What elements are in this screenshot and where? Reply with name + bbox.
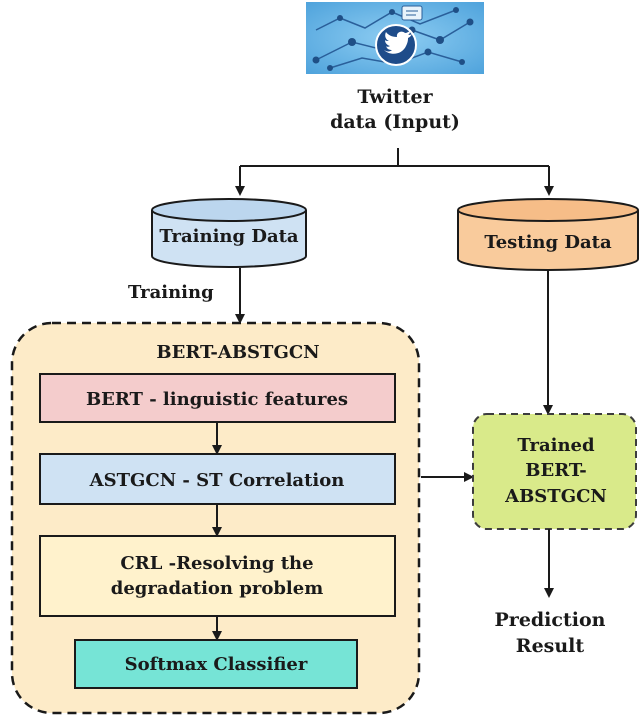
testing-data-label: Testing Data	[484, 232, 612, 253]
training-edge-label: Training	[128, 282, 214, 303]
step-crl-label-line1: CRL -Resolving the	[120, 553, 313, 574]
step-crl-box	[39, 535, 396, 617]
training-data-label: Training Data	[159, 226, 299, 247]
trained-model-line1: Trained	[517, 435, 595, 456]
chat-bubble-icon	[401, 5, 423, 21]
step-astgcn-label: ASTGCN - ST Correlation	[89, 470, 345, 491]
network-nodes-icon	[312, 7, 474, 71]
input-label-line2: data (Input)	[330, 111, 460, 133]
training-data-cylinder	[151, 198, 307, 268]
step-bert-label: BERT - linguistic features	[86, 389, 348, 410]
trained-model-box	[472, 413, 637, 530]
step-softmax-label: Softmax Classifier	[125, 654, 308, 675]
testing-data-cylinder	[457, 198, 639, 271]
trained-model-line3: ABSTGCN	[504, 486, 607, 507]
trained-model-line2: BERT-	[525, 460, 586, 481]
twitter-bird-icon	[375, 24, 417, 66]
step-crl-label-line2: degradation problem	[111, 578, 324, 599]
split-connector	[235, 148, 554, 196]
input-label-line1: Twitter	[357, 86, 433, 108]
output-label-line1: Prediction	[495, 609, 606, 631]
step-softmax-box	[74, 639, 358, 689]
twitter-input-image	[306, 2, 484, 74]
output-label-line2: Result	[516, 635, 585, 657]
container-title: BERT-ABSTGCN	[156, 342, 319, 363]
